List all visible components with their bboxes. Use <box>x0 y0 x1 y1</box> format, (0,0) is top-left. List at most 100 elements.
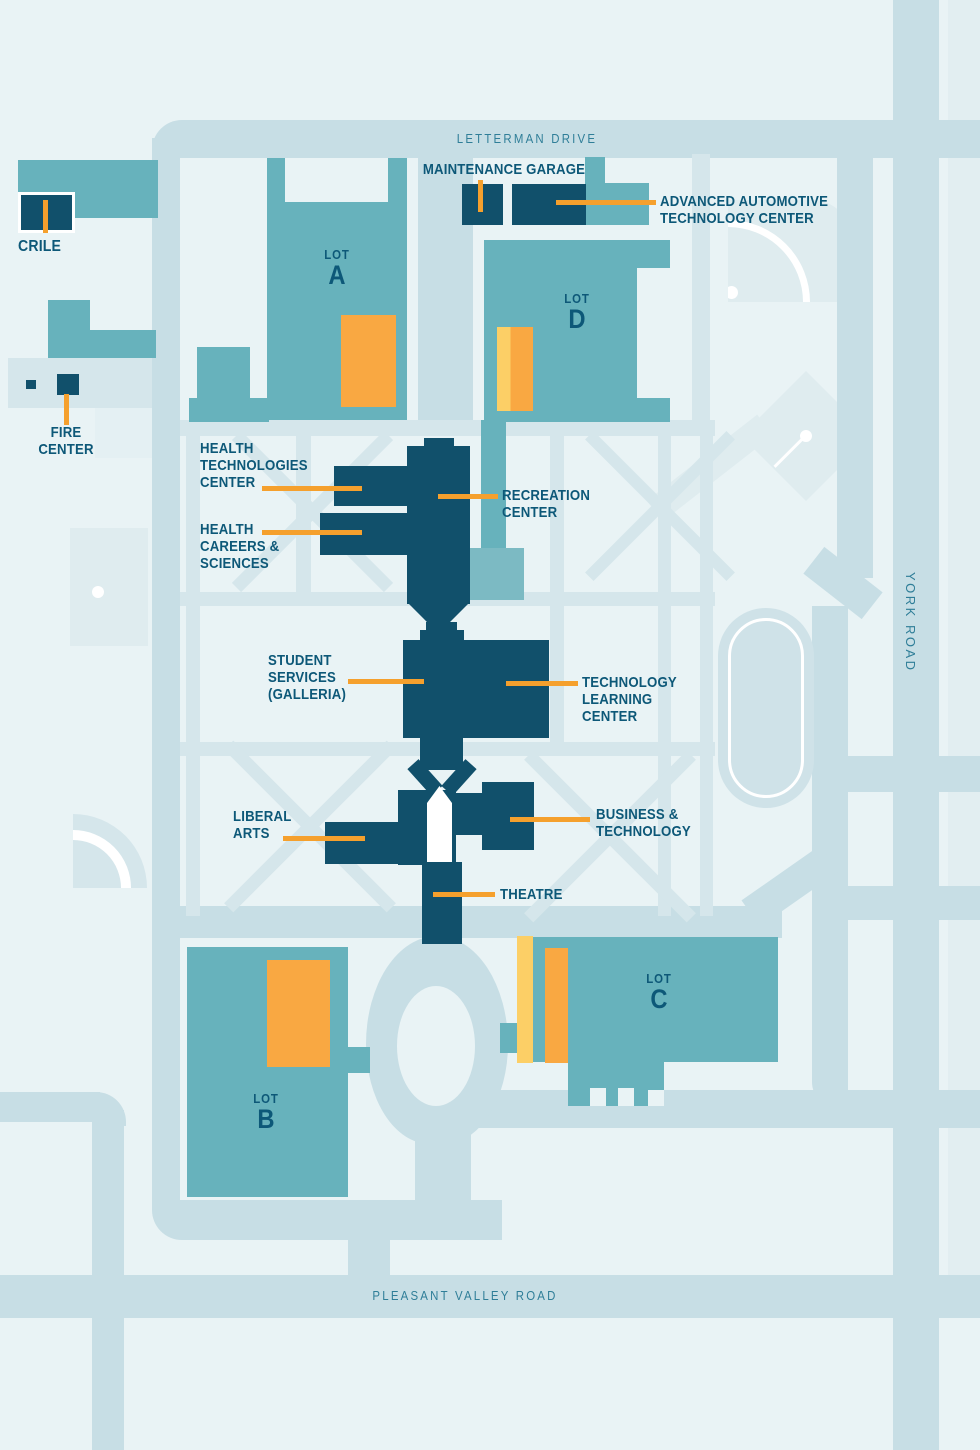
lot-b-label: LOT B <box>240 1091 293 1134</box>
student-services-building <box>403 640 549 738</box>
business-technology-building <box>482 782 534 850</box>
health-technologies-label-line2: TECHNOLOGIES <box>200 457 308 474</box>
lot-c-prefix: LOT <box>646 971 672 986</box>
liberal-arts-label-line2: ARTS <box>233 825 270 842</box>
lot-c-notch-1 <box>590 1088 606 1106</box>
aatc-callout-line <box>556 200 656 205</box>
lot-d-notch <box>637 268 670 398</box>
health-technologies-label-line3: CENTER <box>200 474 256 491</box>
fire-center-annex <box>26 380 36 389</box>
liberal-arts-label: LIBERAL ARTS <box>233 808 291 842</box>
student-services-bump <box>420 630 464 642</box>
theatre-callout-line <box>433 892 495 897</box>
road-campus-right-upper <box>837 154 873 578</box>
running-track <box>718 608 814 808</box>
walkway-v3 <box>550 420 564 756</box>
lot-a-extension <box>189 398 269 422</box>
health-technologies-callout-line <box>262 486 362 491</box>
lot-c-label: LOT C <box>633 971 686 1014</box>
lot-b-bar <box>267 960 330 1067</box>
lot-d-letter: D <box>568 304 586 334</box>
walkway-v5 <box>700 420 713 916</box>
lot-d-prefix: LOT <box>564 291 590 306</box>
liberal-arts-callout-line <box>283 836 365 841</box>
lot-a-prefix: LOT <box>324 247 350 262</box>
ball-field-quarter <box>728 200 852 302</box>
health-careers-label-line2: CAREERS & <box>200 538 280 555</box>
health-careers-label-line3: SCIENCES <box>200 555 269 572</box>
liberal-arts-label-line1: LIBERAL <box>233 808 292 825</box>
recreation-center-label-line2: CENTER <box>502 504 558 521</box>
field-arc <box>728 220 810 302</box>
lot-c-yellow-bar <box>517 936 533 1063</box>
health-careers-label: HEALTH CAREERS & SCIENCES <box>200 521 279 572</box>
fire-center-label-line2: CENTER <box>38 441 94 458</box>
fire-center-callout-line <box>64 394 69 425</box>
roundabout-stem <box>415 1128 471 1216</box>
maintenance-garage-label: MAINTENANCE GARAGE <box>422 161 586 178</box>
road-campus-left <box>152 138 180 1210</box>
student-services-label-line2: SERVICES <box>268 669 336 686</box>
student-services-label-line3: (GALLERIA) <box>268 686 347 703</box>
road-york-connector-1 <box>846 756 980 792</box>
lot-c-letter: C <box>650 984 668 1014</box>
lot-b-prefix: LOT <box>253 1091 279 1106</box>
lot-c-stub <box>500 1023 517 1053</box>
amphitheater <box>73 814 147 888</box>
lot-a-notch <box>285 158 388 202</box>
lot-a-bar <box>341 315 396 407</box>
road-pleasant-valley <box>0 1275 980 1318</box>
lot-a-letter: A <box>328 260 346 290</box>
recreation-path <box>481 420 506 550</box>
health-careers-label-line1: HEALTH <box>200 521 254 538</box>
health-tower-building <box>407 446 470 604</box>
aatc-site-a <box>585 157 605 225</box>
health-technologies-label: HEALTH TECHNOLOGIES CENTER <box>200 440 308 491</box>
technology-learning-label-line1: TECHNOLOGY <box>582 674 677 691</box>
student-services-label: STUDENT SERVICES (GALLERIA) <box>268 652 346 703</box>
lot-d-bar <box>497 327 533 411</box>
lot-d-label: LOT D <box>551 291 604 334</box>
right-edge-panel <box>948 0 980 1275</box>
recreation-court <box>470 548 524 600</box>
fire-center-label: FIRE CENTER <box>34 424 97 458</box>
aatc-label-line2: TECHNOLOGY CENTER <box>660 210 814 227</box>
health-tower-bump <box>424 438 454 448</box>
parking-lot-c <box>533 937 778 1062</box>
aatc-label: ADVANCED AUTOMOTIVE TECHNOLOGY CENTER <box>660 193 828 227</box>
field-dot <box>728 286 738 299</box>
theatre-label: THEATRE <box>500 886 563 903</box>
liberal-arts-building <box>325 822 405 864</box>
lot-a-tab <box>197 347 250 400</box>
road-campus-bottom-right <box>472 1090 980 1128</box>
right-wing-building <box>452 793 484 835</box>
lot-b-stub <box>348 1047 370 1073</box>
technology-learning-callout-line <box>506 681 578 686</box>
maintenance-garage-callout-line <box>478 180 483 212</box>
aatc-label-line1: ADVANCED AUTOMOTIVE <box>660 193 829 210</box>
health-careers-callout-line <box>262 530 362 535</box>
fire-center-building-a <box>48 300 90 358</box>
path-east-of-lot-d <box>692 154 710 422</box>
theatre-building <box>422 862 462 944</box>
lot-b-letter: B <box>257 1104 275 1134</box>
lot-c-notch-3 <box>648 1090 664 1106</box>
student-services-stem <box>420 738 463 770</box>
health-technologies-label-line1: HEALTH <box>200 440 254 457</box>
recreation-center-label-line1: RECREATION <box>502 487 591 504</box>
road-outer-left-horizontal <box>0 1092 100 1122</box>
crile-label: CRILE <box>18 238 62 255</box>
recreation-callout-line <box>438 494 498 499</box>
business-technology-callout-line <box>510 817 590 822</box>
technology-learning-label: TECHNOLOGY LEARNING CENTER <box>582 674 677 725</box>
road-york <box>893 0 939 1450</box>
business-technology-label: BUSINESS & TECHNOLOGY <box>596 806 691 840</box>
business-technology-label-line1: BUSINESS & <box>596 806 679 823</box>
road-york-connector-2 <box>846 886 980 920</box>
recreation-center-label: RECREATION CENTER <box>502 487 590 521</box>
road-connector-pvr <box>348 1235 390 1280</box>
road-letterman <box>152 120 980 158</box>
fire-center-building <box>57 374 79 395</box>
lot-c-orange-bar <box>545 948 568 1063</box>
